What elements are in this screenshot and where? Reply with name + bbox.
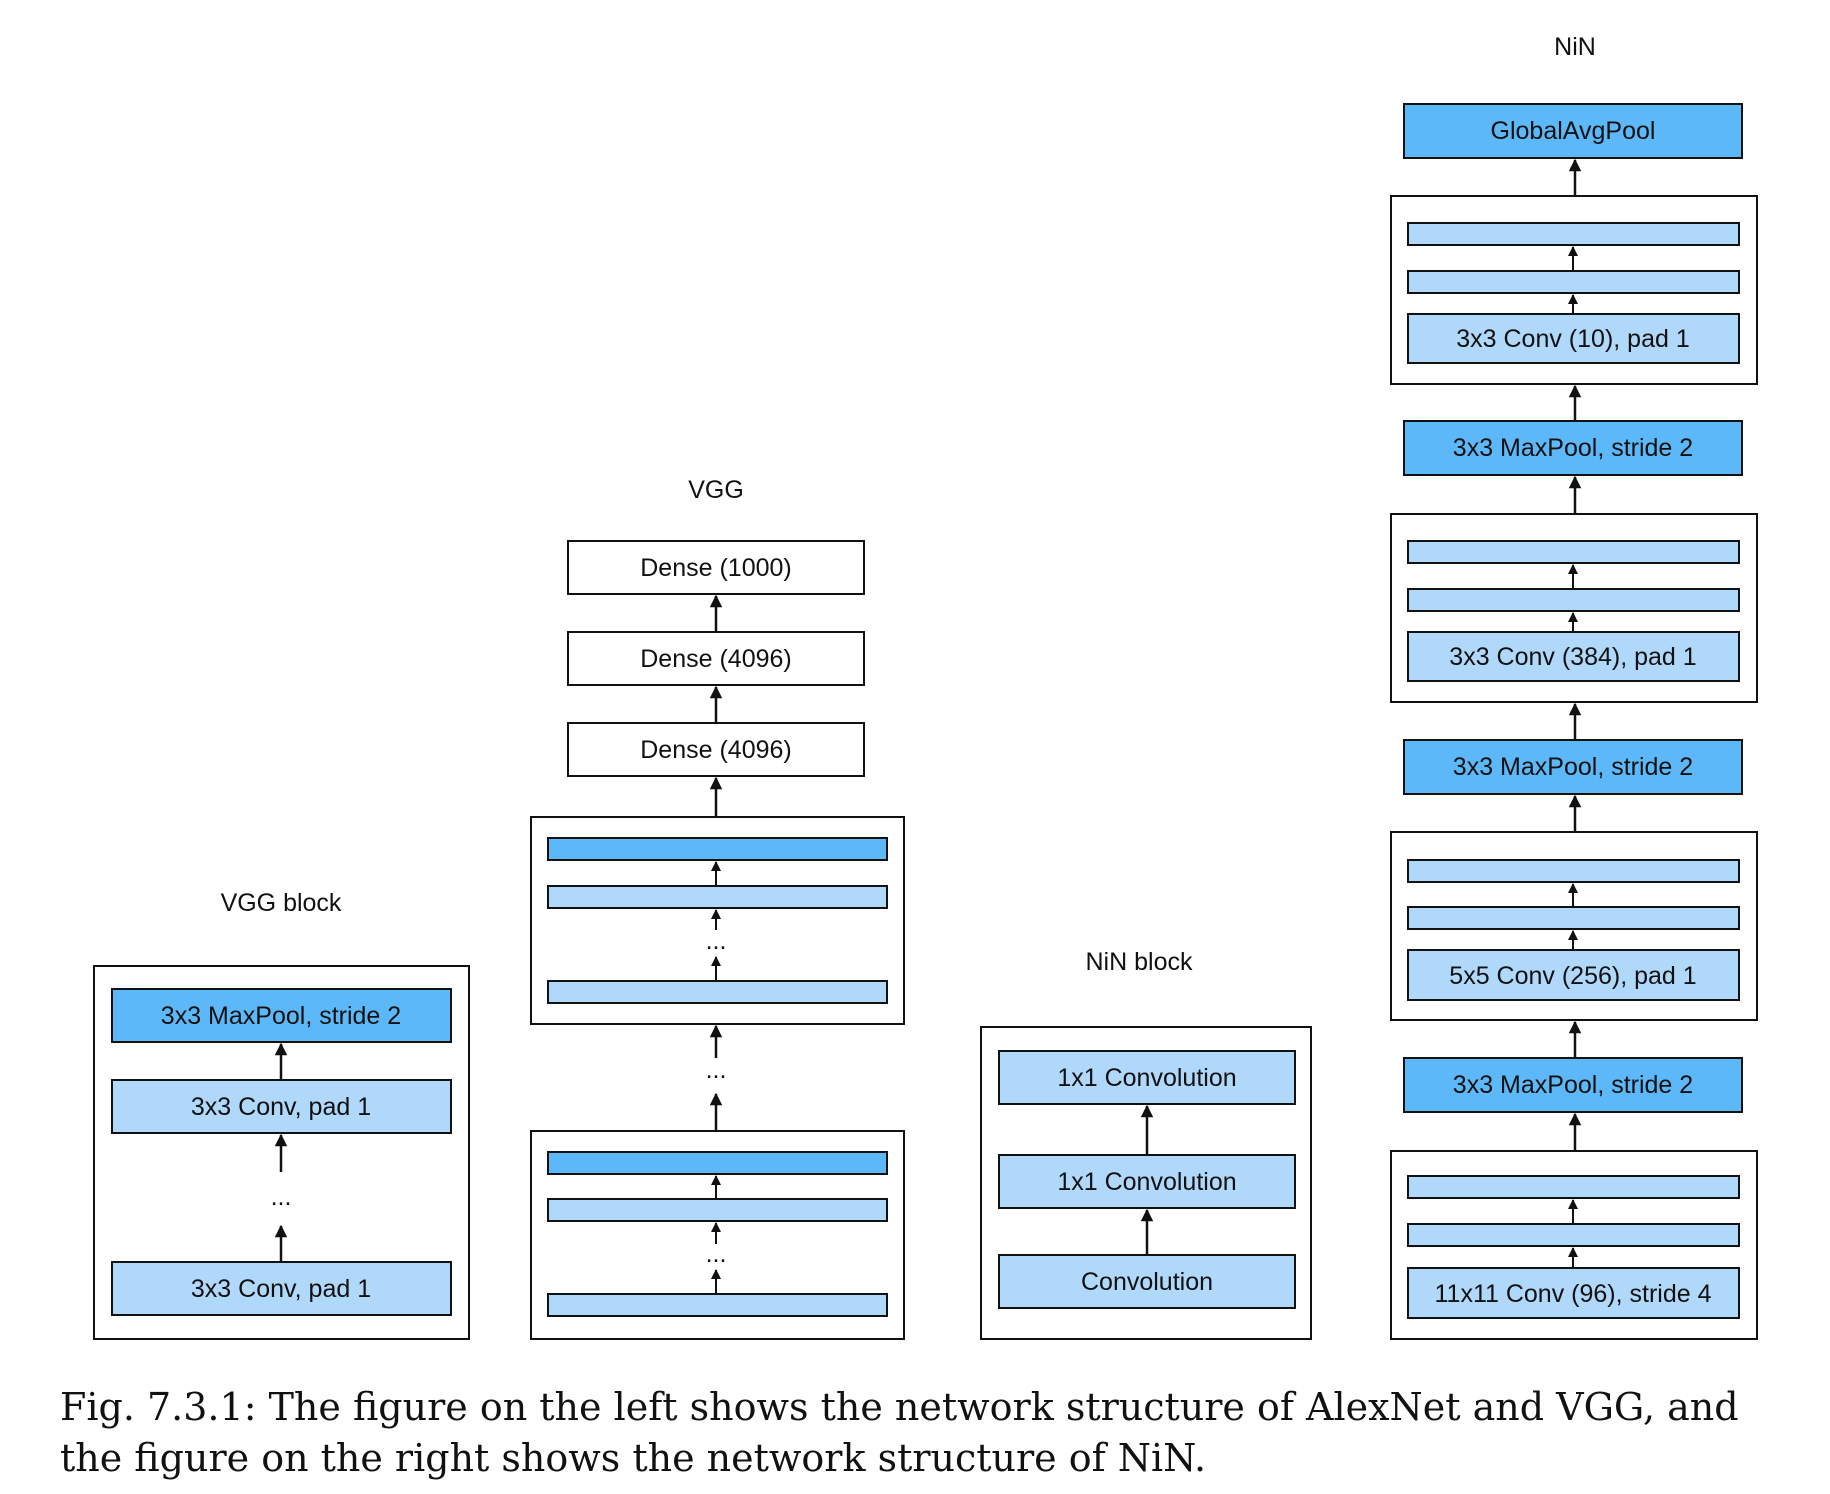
nin-maxpool1-label: 3x3 MaxPool, stride 2 [1453,1071,1693,1099]
nin-maxpool1-layer [1403,1057,1743,1113]
vgg-upper-block-ellipsis: ... [706,927,727,955]
dense-1000-layer [567,540,865,595]
nin-block2-1x1-layer [1407,859,1740,883]
vgg-title: VGG [688,476,744,504]
vgg-upper-conv-layer [547,885,888,909]
vgg-lower-conv-layer [547,1198,888,1222]
nin-block-title: NiN block [1086,948,1193,976]
nin-maxpool2-label: 3x3 MaxPool, stride 2 [1453,753,1693,781]
nin-block3-1x1-layer [1407,588,1740,612]
nin-title: NiN [1554,33,1596,61]
dense-4096-label: Dense (4096) [640,645,791,673]
nin-block3-1x1-layer [1407,540,1740,564]
vgg-block-maxpool-label: 3x3 MaxPool, stride 2 [161,1002,401,1030]
nin-block-conv-layer [998,1254,1296,1309]
nin-block-1x1-conv-mid-label: 1x1 Convolution [1057,1168,1236,1196]
vgg-block-title: VGG block [221,889,342,917]
nin-block4-conv-layer [1407,313,1740,364]
nin-block-diagram: NiN block 1x1 Convolution 1x1 Convolutio… [980,948,1312,1340]
nin-block-1x1-conv-top-layer [998,1050,1296,1105]
vgg-upper-conv-layer [547,980,888,1004]
vgg-block-conv-top-label: 3x3 Conv, pad 1 [191,1093,371,1121]
dense-4096-layer [567,722,865,777]
vgg-lower-pool-layer [547,1151,888,1175]
nin-block2-conv-label: 5x5 Conv (256), pad 1 [1449,962,1696,990]
nin-block4-1x1-layer [1407,222,1740,246]
nin-block2-1x1-layer [1407,906,1740,930]
nin-block2-conv-layer [1407,949,1740,1001]
nin-diagram: NiN GlobalAvgPool 3x3 Conv (10), pad 1 3… [1390,33,1758,1340]
nin-maxpool3-label: 3x3 MaxPool, stride 2 [1453,434,1693,462]
vgg-block-conv-bottom-layer [111,1261,452,1316]
global-avg-pool-layer [1403,103,1743,159]
dense-4096-layer [567,631,865,686]
nin-block3-conv-label: 3x3 Conv (384), pad 1 [1449,643,1696,671]
global-avg-pool-label: GlobalAvgPool [1491,117,1656,145]
nin-block-1x1-conv-top-label: 1x1 Convolution [1057,1064,1236,1092]
nin-block1-1x1-layer [1407,1223,1740,1247]
nin-maxpool2-layer [1403,739,1743,795]
vgg-lower-conv-layer [547,1293,888,1317]
nin-maxpool3-layer [1403,420,1743,476]
nin-block4-conv-label: 3x3 Conv (10), pad 1 [1456,325,1689,353]
vgg-diagram: VGG Dense (1000) Dense (4096) Dense (409… [530,476,905,1340]
nin-block4-1x1-layer [1407,270,1740,294]
figure-caption: Fig. 7.3.1: The figure on the left shows… [60,1385,1739,1480]
vgg-block-diagram: VGG block 3x3 MaxPool, stride 2 3x3 Conv… [93,889,470,1340]
dense-4096-label: Dense (4096) [640,736,791,764]
nin-block-1x1-conv-mid-layer [998,1154,1296,1209]
nin-block1-1x1-layer [1407,1175,1740,1199]
vgg-lower-block-ellipsis: ... [706,1240,727,1268]
vgg-block-ellipsis: ... [271,1183,292,1211]
vgg-block-conv-bottom-label: 3x3 Conv, pad 1 [191,1275,371,1303]
vgg-upper-pool-layer [547,837,888,861]
nin-block1-conv-label: 11x11 Conv (96), stride 4 [1435,1280,1712,1308]
nin-block1-conv-layer [1407,1267,1740,1319]
nin-block-conv-label: Convolution [1081,1268,1213,1296]
vgg-between-blocks-ellipsis: ... [706,1056,727,1084]
vgg-block-maxpool-layer [111,988,452,1043]
dense-1000-label: Dense (1000) [640,554,791,582]
